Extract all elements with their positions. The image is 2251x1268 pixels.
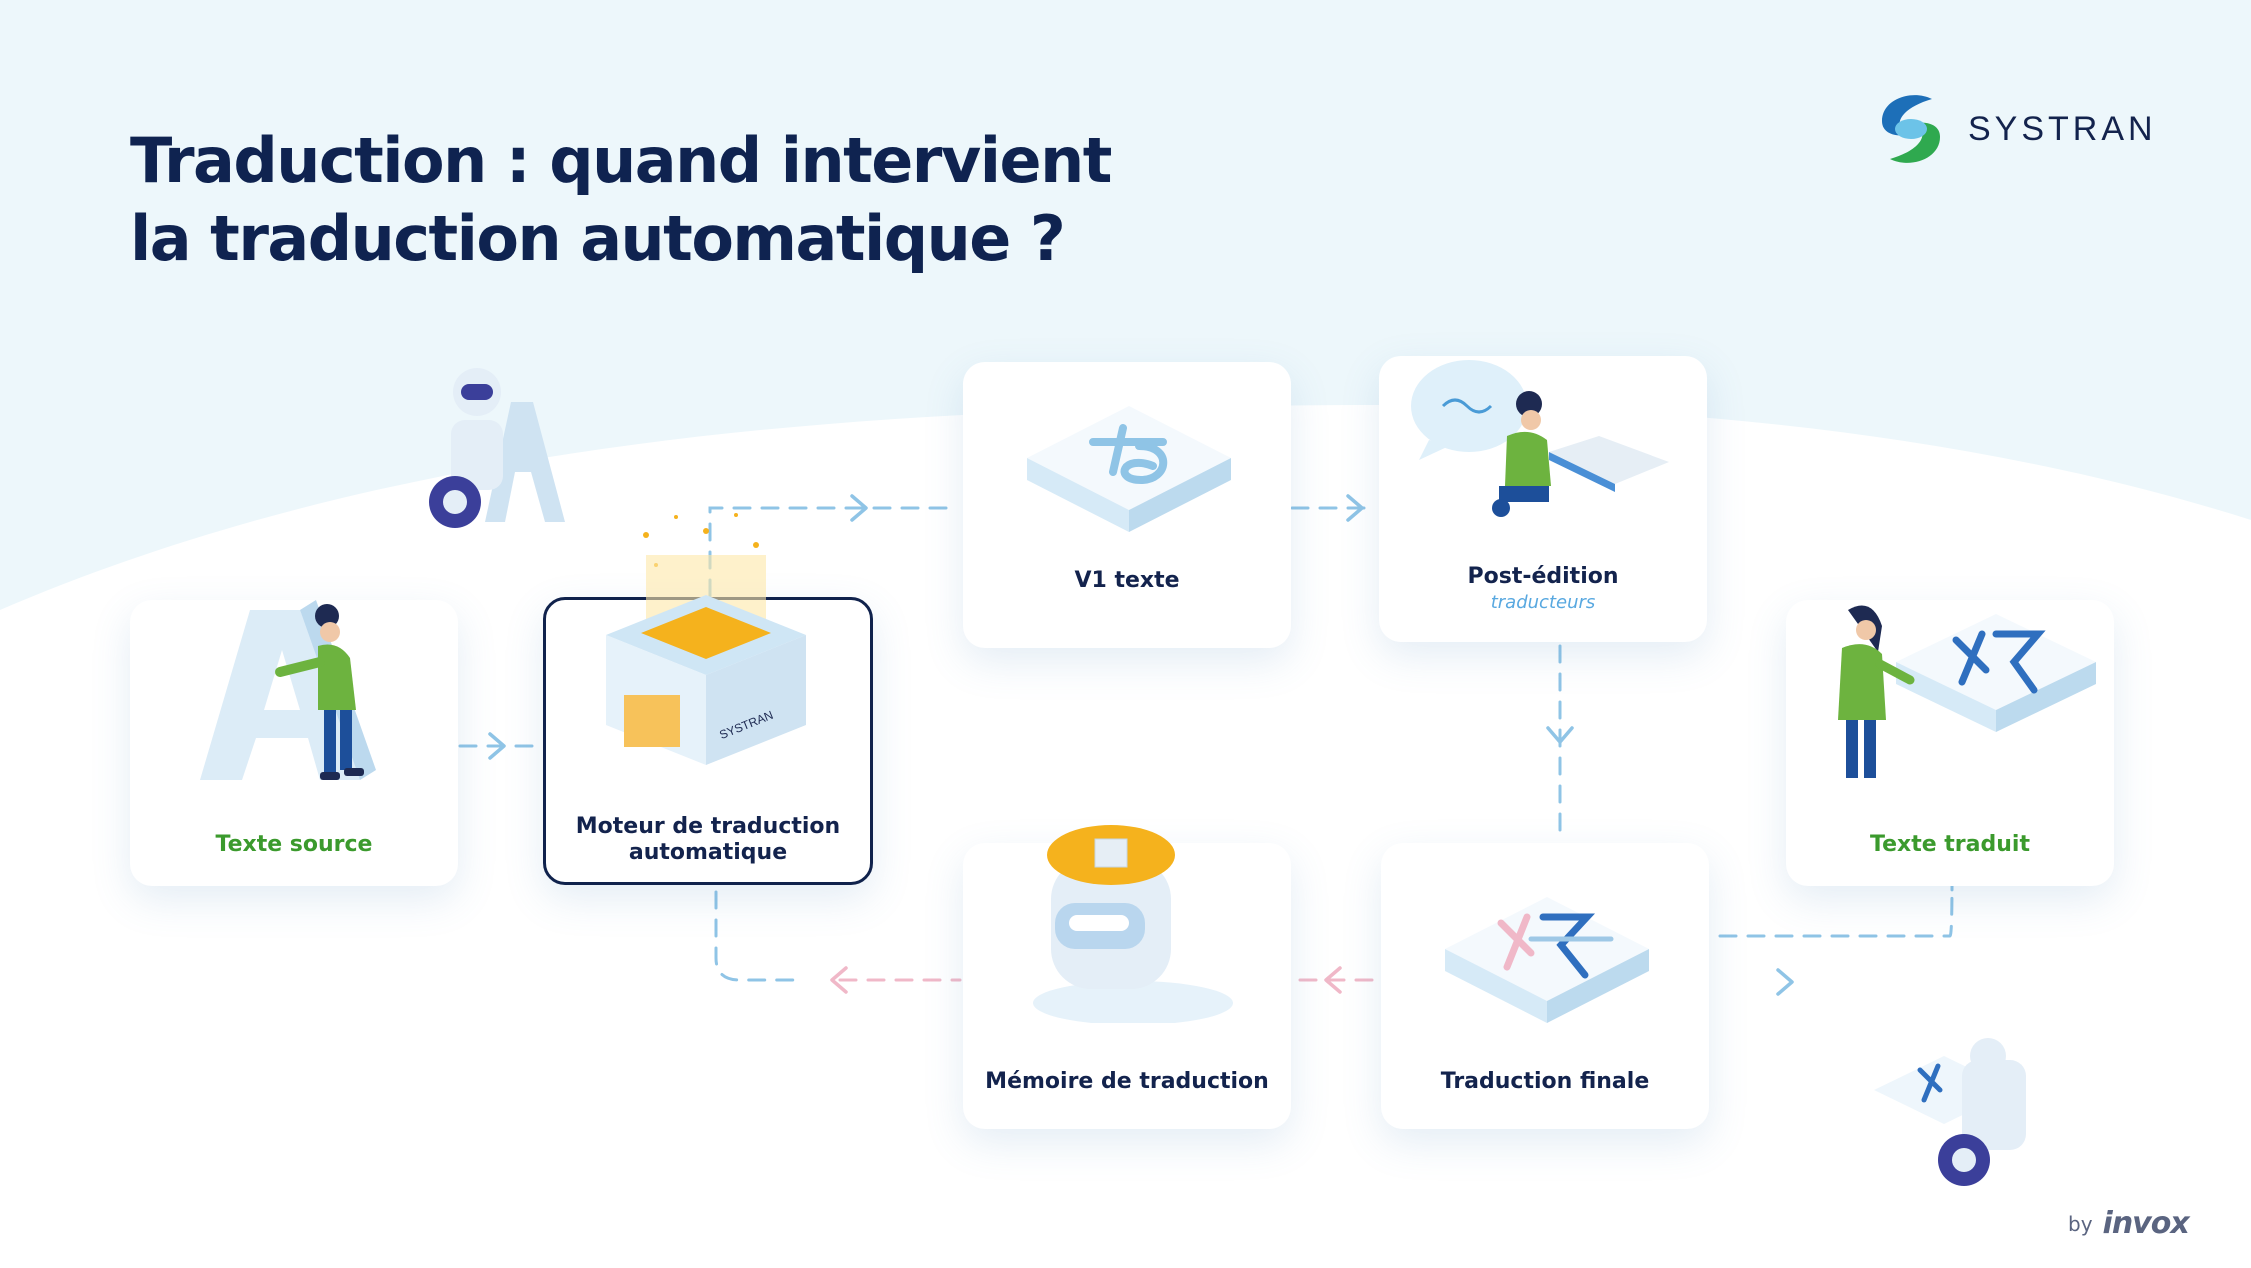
- translated-text-illustration: [1838, 605, 2096, 778]
- step-label: Mémoire de traduction: [985, 1069, 1269, 1094]
- page-title: Traduction : quand intervient la traduct…: [130, 122, 1112, 278]
- step-label: Texte traduit: [1870, 832, 2030, 857]
- translation-engine-illustration: SYSTRAN: [606, 513, 806, 765]
- robot-bottom-right-icon: [1874, 1038, 2026, 1186]
- brand-name: SYSTRAN: [1968, 109, 2157, 148]
- systran-logo: SYSTRAN: [1872, 86, 2157, 172]
- step-label: Traduction finale: [1440, 1069, 1650, 1094]
- step-memoire-traduction[interactable]: Mémoire de traduction: [963, 825, 1291, 1129]
- step-traduction-finale[interactable]: Traduction finale: [1381, 843, 1709, 1129]
- step-label: Post-édition: [1467, 564, 1619, 589]
- post-editing-illustration: [1411, 360, 1669, 517]
- step-label: Moteur de traduction automatique: [575, 814, 841, 865]
- credit-byline: by invox: [2068, 1206, 2190, 1241]
- title-line-2: la traduction automatique ?: [130, 202, 1066, 275]
- step-sublabel: traducteurs: [1490, 592, 1596, 613]
- step-moteur-traduction[interactable]: SYSTRAN Moteur de traduction automatique: [543, 513, 873, 885]
- step-texte-source[interactable]: Texte source: [130, 600, 458, 886]
- step-label: Texte source: [215, 832, 373, 857]
- robot-top-left-icon: [429, 368, 565, 528]
- translation-memory-illustration: [1033, 825, 1233, 1023]
- source-text-illustration: [200, 600, 376, 780]
- v1-text-tile-illustration: [1027, 406, 1231, 532]
- final-translation-tile-illustration: [1445, 897, 1649, 1023]
- by-label: by: [2068, 1211, 2093, 1236]
- title-line-1: Traduction : quand intervient: [130, 124, 1112, 197]
- invox-logo: invox: [2102, 1206, 2190, 1241]
- step-texte-traduit[interactable]: Texte traduit: [1786, 600, 2114, 886]
- systran-swirl-icon: [1882, 95, 1940, 163]
- step-post-edition[interactable]: Post-édition traducteurs: [1379, 356, 1707, 642]
- step-v1-texte[interactable]: V1 texte: [963, 362, 1291, 648]
- step-label: V1 texte: [1074, 568, 1180, 593]
